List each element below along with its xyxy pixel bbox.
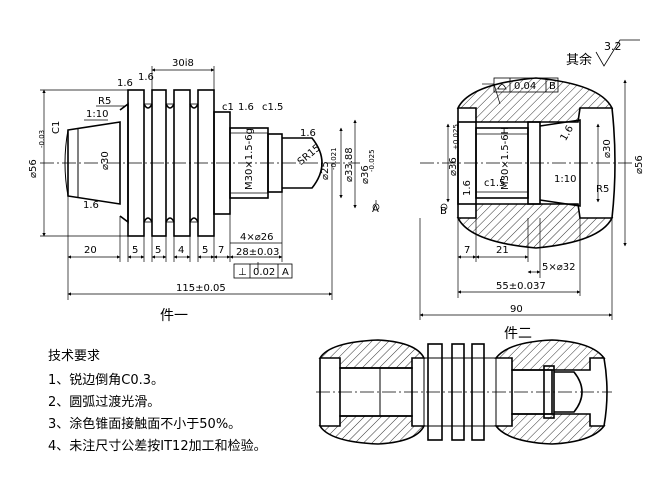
requirements-title: 技术要求 [48, 349, 101, 364]
profile-tol: 0.04 [514, 81, 536, 92]
p2-1-10: 1:10 [554, 174, 576, 185]
p2-undercut: 5×⌀32 [542, 262, 576, 273]
requirement-item: 1、锐边倒角C0.3。 [48, 373, 165, 388]
p2-len7: 7 [464, 245, 470, 256]
part1-shaft [40, 89, 360, 237]
dim-28: 28±0.03 [236, 247, 279, 258]
dim-1-10: 1:10 [86, 109, 108, 120]
dim-rough-4: 1.6 [238, 102, 254, 113]
dim-dia36: ⌀36 [360, 165, 371, 184]
dim-c1-small: c1 [222, 102, 234, 113]
p2-c15: c1.5 [484, 178, 505, 189]
p2-r5: R5 [596, 184, 609, 195]
dim-c15: c1.5 [262, 102, 283, 113]
requirement-item: 2、圆弧过渡光滑。 [48, 395, 161, 410]
datum-leaders [372, 200, 448, 211]
part1-dimensions [40, 66, 357, 300]
part1-labels: 30i8 1.6 1.6 R5 1:10 C1 1.6 c1 1.6 c1.5 … [28, 58, 379, 294]
dim-rough-3: 1.6 [83, 200, 99, 211]
roughness-symbol-icon [595, 39, 640, 67]
dim-dia56: ⌀56 [28, 159, 39, 178]
dim-30i8: 30i8 [172, 58, 194, 69]
part2-profile-frame: 0.04 B [493, 77, 559, 93]
dim-thread: M30×1.5-6g [244, 128, 255, 190]
dim-len5a: 5 [132, 245, 138, 256]
dim-c1: C1 [51, 121, 62, 134]
roughness-rest-label: 其余 [566, 52, 592, 68]
part1-perp-frame: ⊥ 0.02 A [233, 263, 293, 279]
p2-len55: 55±0.037 [496, 281, 546, 292]
dim-dia3388: ⌀33.88 [344, 147, 355, 182]
profile-datum: B [549, 81, 556, 92]
dim-115: 115±0.05 [176, 283, 226, 294]
dim-rough-1: 1.6 [117, 78, 133, 89]
technical-requirements: 技术要求 1、锐边倒角C0.3。 2、圆弧过渡光滑。 3、涂色锥面接触面不小于5… [48, 346, 267, 458]
requirement-item: 4、未注尺寸公差按IT12加工和检验。 [48, 439, 267, 454]
p2-dia36-tol: +0.025 [452, 124, 460, 150]
dim-dia25-tol: -0.021 [330, 147, 338, 170]
roughness-rest: 其余 3.2 [566, 39, 640, 68]
dim-undercut: 4×⌀26 [240, 232, 274, 243]
p2-dia36: ⌀36 [448, 157, 459, 176]
p2-rough-1: 1.6 [559, 124, 576, 143]
part2-title: 件二 [504, 326, 532, 342]
requirement-item: 3、涂色锥面接触面不小于50%。 [48, 417, 242, 432]
perp-tol: 0.02 [253, 267, 275, 278]
dim-rough-2: 1.6 [138, 72, 154, 83]
part2-labels: ⌀56 ⌀30 ⌀36 +0.025 M30×1.5-6H R5 1:10 c1… [440, 124, 645, 315]
dim-len5b: 5 [155, 245, 161, 256]
dim-sr15: SR15 [296, 143, 323, 168]
assembly-view [316, 339, 612, 445]
datum-b-label: B [440, 206, 447, 217]
part1-title: 件一 [160, 308, 188, 324]
p2-len21: 21 [496, 245, 509, 256]
datum-a-label: A [372, 204, 379, 215]
dim-dia30: ⌀30 [100, 151, 111, 170]
p2-thread: M30×1.5-6H [500, 127, 511, 190]
dim-dia36-tol: -0.025 [368, 149, 376, 172]
perp-datum: A [282, 267, 289, 278]
dim-rough-5: 1.6 [300, 128, 316, 139]
part2-dimensions [419, 79, 627, 320]
roughness-rest-value: 3.2 [604, 40, 622, 53]
dim-len4: 4 [178, 245, 184, 256]
part2-section [420, 77, 635, 249]
p2-dia30: ⌀30 [602, 139, 613, 158]
dim-len5c: 5 [202, 245, 208, 256]
dim-len7: 7 [218, 245, 224, 256]
p2-dia56: ⌀56 [634, 155, 645, 174]
dim-len20: 20 [84, 245, 97, 256]
dim-r5: R5 [98, 96, 111, 107]
perp-symbol-icon: ⊥ [238, 267, 247, 278]
p2-len90: 90 [510, 304, 523, 315]
profile-symbol-icon [497, 84, 507, 90]
p2-rough-2: 1.6 [462, 180, 473, 196]
dim-dia56-tol: -0.03 [38, 130, 46, 148]
dim-dia25: ⌀25 [320, 161, 331, 180]
